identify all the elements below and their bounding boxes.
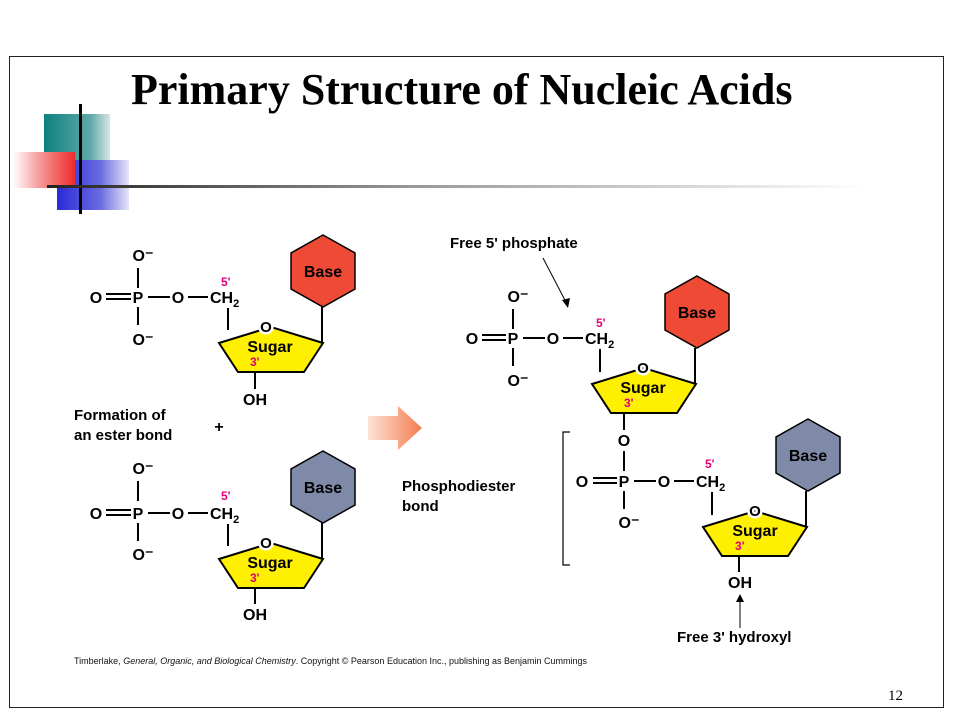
five-prime-label: 5' <box>221 275 231 289</box>
decoration-red-square <box>13 152 75 188</box>
formation-label-line-1: Formation of <box>74 407 167 424</box>
sugar-ring-2 <box>217 541 325 589</box>
base-hexagon-red-2 <box>664 275 730 349</box>
phosphodiester-label-line-2: bond <box>402 498 439 515</box>
phosphate-p: P <box>619 474 630 491</box>
sugar-label-4: Sugar <box>732 523 777 540</box>
decoration-vertical-line <box>79 104 82 214</box>
phosphate-o-ester: O <box>172 290 184 307</box>
formation-label-line-2: an ester bond <box>74 427 172 444</box>
free-hydroxyl-label: Free 3' hydroxyl <box>677 629 791 646</box>
hydroxyl-2: OH <box>243 607 267 624</box>
ch2-label: CH2 <box>696 474 725 494</box>
phosphate-o-minus-top: O⁻ <box>133 461 154 478</box>
three-prime-label-2: 3' <box>250 571 260 585</box>
phosphate-o-minus-bottom: O⁻ <box>508 373 529 390</box>
sugar-ring-4 <box>701 509 809 557</box>
base-label-1: Base <box>304 264 342 281</box>
title-underline <box>47 185 867 188</box>
phosphate-o-minus-bottom: O⁻ <box>619 515 640 532</box>
slide-frame <box>9 56 944 708</box>
base-hexagon-red-1 <box>290 234 356 308</box>
ring-oxygen-1: O <box>260 319 272 336</box>
five-prime-label: 5' <box>705 457 715 471</box>
phosphate-o-double: O <box>466 331 478 348</box>
sugar-ring-3 <box>590 366 698 414</box>
phosphate-o-double: O <box>576 474 588 491</box>
three-prime-label-4: 3' <box>735 539 745 553</box>
page-number: 12 <box>888 688 903 704</box>
three-prime-label-1: 3' <box>250 355 260 369</box>
base-label-3: Base <box>678 305 716 322</box>
phosphate-o-minus-top: O⁻ <box>133 248 154 265</box>
free-hydroxyl-arrowhead <box>736 594 744 602</box>
ring-oxygen-3: O <box>637 360 649 377</box>
phosphate-o-minus-top: O⁻ <box>508 289 529 306</box>
phosphodiester-bracket <box>562 431 570 566</box>
slide-title: Primary Structure of Nucleic Acids <box>131 65 793 114</box>
ring-oxygen-4: O <box>749 503 761 520</box>
base-hexagon-blue-2 <box>775 418 841 492</box>
phosphate-o-minus-bottom: O⁻ <box>133 332 154 349</box>
sugar-label-3: Sugar <box>620 380 665 397</box>
ring-oxygen-2: O <box>260 535 272 552</box>
ch2-label: CH2 <box>585 331 614 351</box>
nucleotide-1: O⁻ O P O CH2 5' O⁻ O Sugar 3' OH Base <box>90 234 356 409</box>
sugar-ring-1 <box>217 325 325 373</box>
phosphate-o-ester: O <box>658 474 670 491</box>
phosphate-o-double: O <box>90 506 102 523</box>
phosphate-o-ester: O <box>547 331 559 348</box>
dinucleotide-upper: O⁻ O P O CH2 5' O⁻ O Sugar 3' Base <box>466 275 730 430</box>
phosphate-o-ester: O <box>172 506 184 523</box>
base-hexagon-blue-1 <box>290 450 356 524</box>
reaction-arrow <box>368 406 422 450</box>
phosphate-p: P <box>508 331 519 348</box>
source-credit: Timberlake, General, Organic, and Biolog… <box>74 656 588 666</box>
ch2-label: CH2 <box>210 506 239 526</box>
free-phosphate-label: Free 5' phosphate <box>450 235 578 252</box>
five-prime-label: 5' <box>221 489 231 503</box>
plus-sign: + <box>214 419 223 436</box>
five-prime-label: 5' <box>596 316 606 330</box>
sugar-label-2: Sugar <box>247 555 292 572</box>
phosphodiester-label-line-1: Phosphodiester <box>402 478 516 495</box>
base-label-2: Base <box>304 480 342 497</box>
phosphate-p: P <box>133 506 144 523</box>
three-prime-label-3: 3' <box>624 396 634 410</box>
nucleotide-2: O⁻ O P O CH2 5' O⁻ O Sugar 3' OH Base <box>90 450 356 624</box>
base-label-4: Base <box>789 448 827 465</box>
hydroxyl-free: OH <box>728 575 752 592</box>
bridge-oxygen: O <box>618 433 630 450</box>
hydroxyl-1: OH <box>243 392 267 409</box>
phosphate-p: P <box>133 290 144 307</box>
ch2-label: CH2 <box>210 290 239 310</box>
dinucleotide-lower: O P O CH2 5' O⁻ O Sugar 3' OH Base <box>576 418 841 592</box>
phosphate-o-minus-bottom: O⁻ <box>133 547 154 564</box>
sugar-label-1: Sugar <box>247 339 292 356</box>
free-phosphate-arrowhead <box>562 298 570 308</box>
phosphate-o-double: O <box>90 290 102 307</box>
